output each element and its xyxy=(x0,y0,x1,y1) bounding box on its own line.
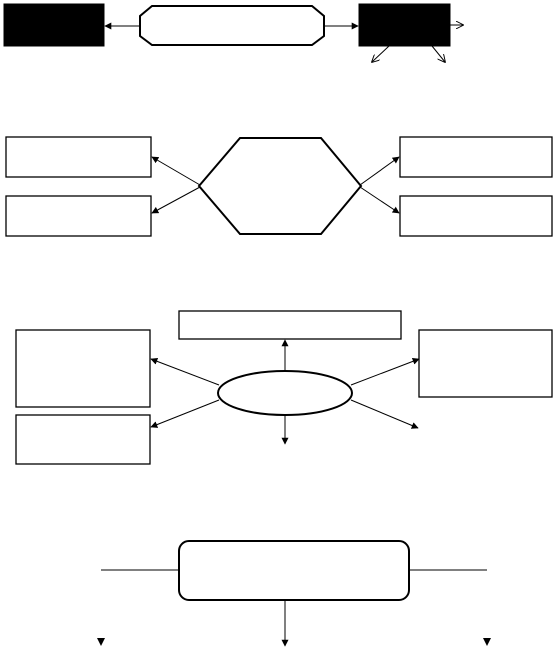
rounded-box-tree-diagram xyxy=(97,540,491,647)
arrow-hex-to-bottom-right xyxy=(359,186,400,214)
arrow-ellipse-to-left-small xyxy=(150,399,220,428)
box-top-right xyxy=(399,136,553,178)
rounded-box-center xyxy=(178,540,410,601)
box-right-large xyxy=(418,329,553,398)
arrow-hex-to-top-left xyxy=(151,156,201,186)
arrow-hex-to-bottom-left xyxy=(151,186,201,214)
hexagon-hub-diagram xyxy=(5,136,553,237)
box-left-large xyxy=(15,329,151,408)
arrow-right-box-out-southwest xyxy=(372,45,390,62)
box-top-left xyxy=(5,136,152,178)
box-left-small xyxy=(15,414,151,465)
arrow-right-box-out-southeast xyxy=(431,45,445,62)
box-bottom-right xyxy=(399,195,553,237)
box-bottom-left xyxy=(5,195,152,237)
arrowhead-left-down xyxy=(97,638,105,646)
ellipse-center xyxy=(217,370,353,416)
black-box-right xyxy=(358,3,451,47)
box-top-center xyxy=(178,310,402,340)
octagon-box xyxy=(139,5,325,46)
hexagon-center xyxy=(197,137,363,235)
arrow-ellipse-to-left-large xyxy=(150,357,220,386)
ellipse-hub-diagram xyxy=(15,310,553,465)
arrowhead-right-down xyxy=(483,638,491,646)
black-box-left xyxy=(3,3,105,47)
arrow-ellipse-to-right-large xyxy=(350,357,420,386)
arrow-hex-to-top-right xyxy=(359,156,400,186)
octagon-row-diagram xyxy=(3,3,463,62)
arrow-ellipse-down-right xyxy=(350,399,419,429)
